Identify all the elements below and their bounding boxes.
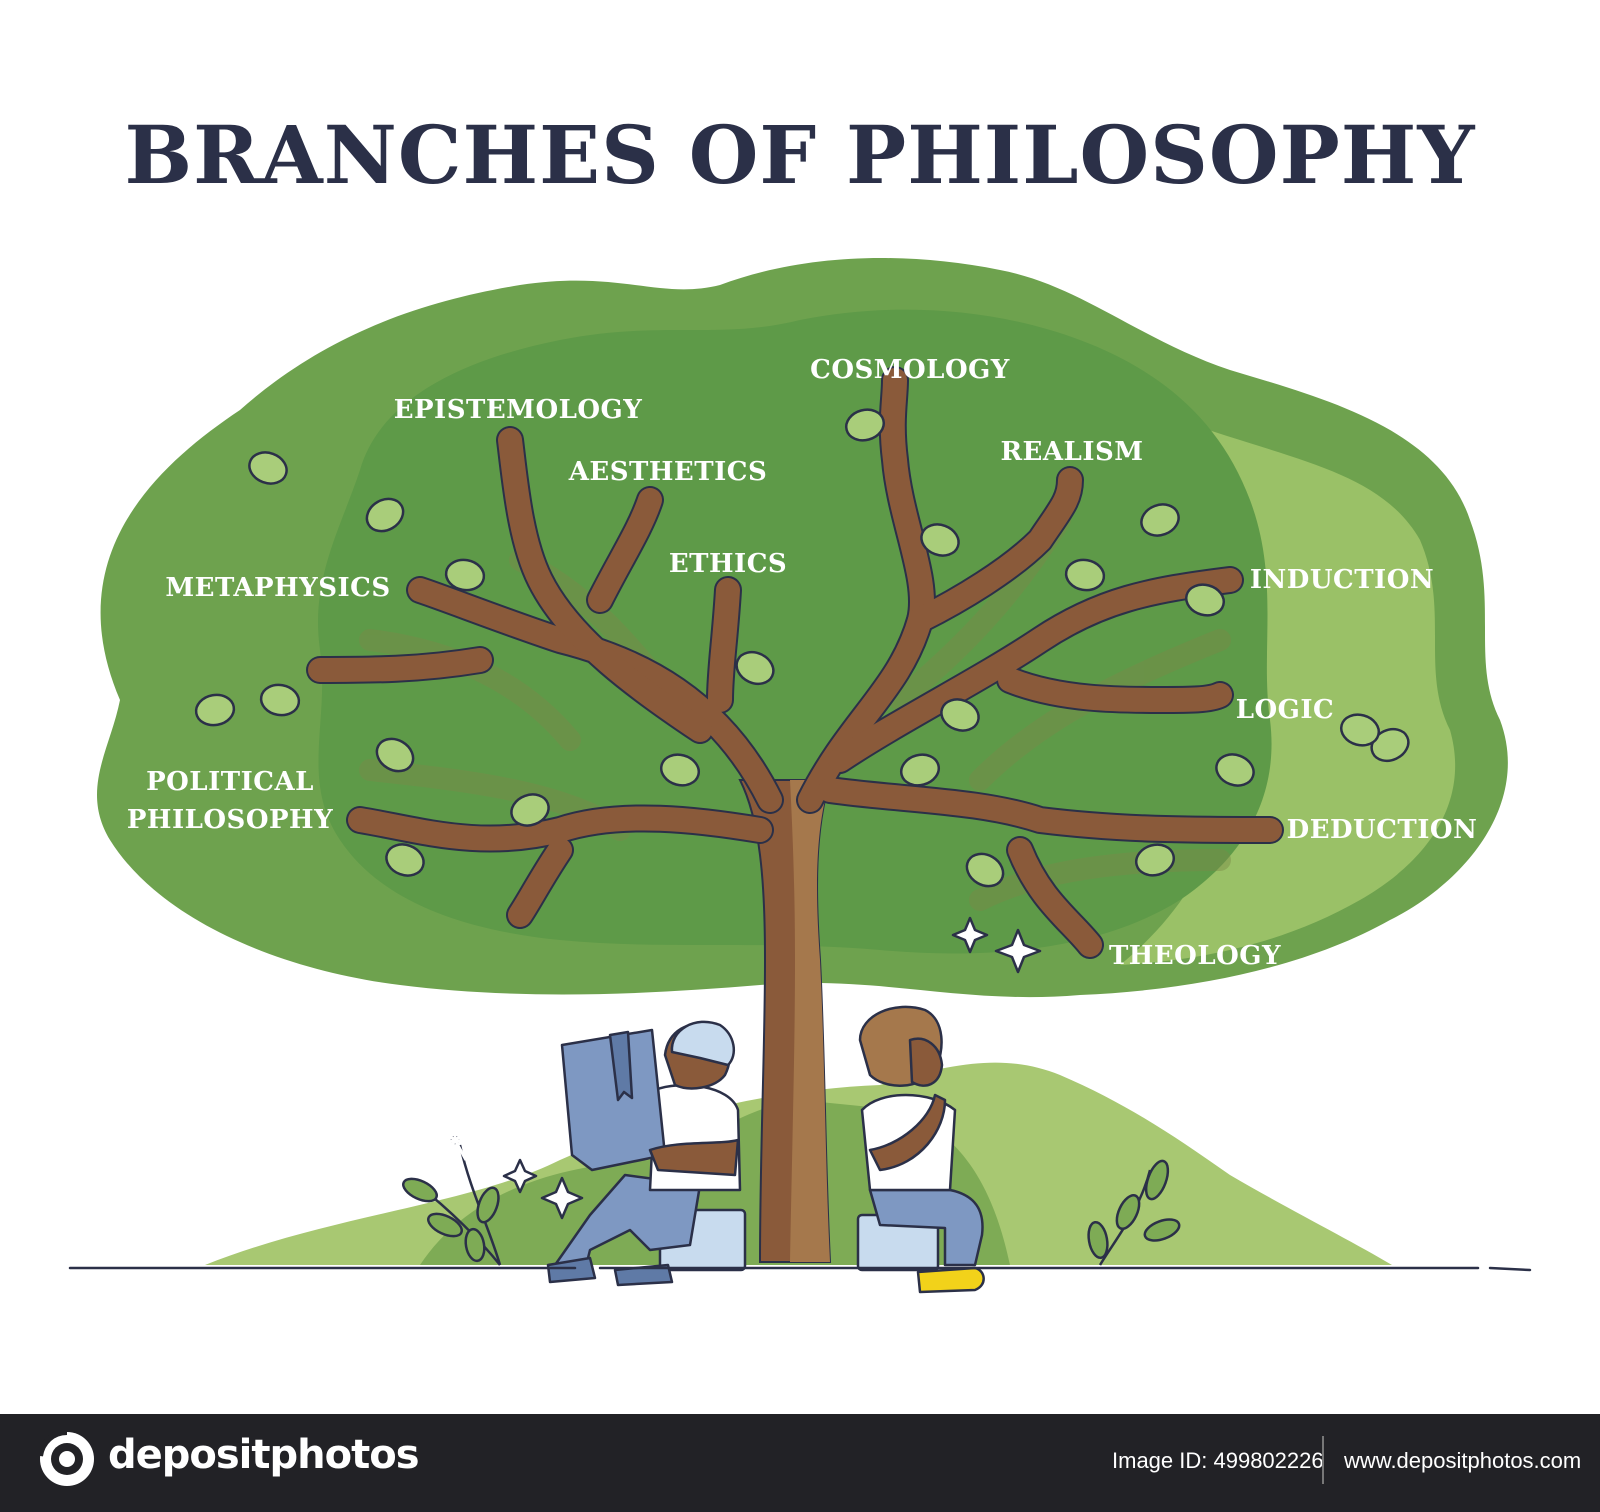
leaf-icon (659, 753, 701, 787)
plant-right (1087, 1159, 1181, 1266)
logo-icon (38, 1430, 94, 1486)
label-metaphysics: METAPHYSICS (165, 573, 390, 603)
leaf-icon (444, 558, 486, 592)
brand-name: depositphotos (108, 1432, 420, 1478)
site-url[interactable]: www.depositphotos.com (1344, 1448, 1582, 1473)
leaf-icon (1215, 753, 1255, 787)
plant-left (401, 1177, 501, 1266)
thinker-figure (856, 1005, 985, 1294)
label-aesthetics: AESTHETICS (568, 457, 767, 487)
branch-labels: EPISTEMOLOGY AESTHETICS ETHICS METAPHYSI… (127, 355, 1478, 971)
canopy-light-rim (1120, 420, 1456, 965)
book-icon (560, 1028, 667, 1172)
image-id: Image ID: 499802226 (1112, 1448, 1324, 1473)
leaf-icon (1370, 727, 1410, 763)
leaf-icon (1339, 713, 1381, 747)
label-political: POLITICAL (146, 767, 314, 797)
reader-figure (546, 1020, 747, 1287)
tree-branches (306, 366, 1284, 959)
leaf-icon (248, 451, 288, 485)
leaf-icon (259, 683, 301, 717)
leaf-icon (1184, 583, 1226, 617)
leaf-icon (365, 497, 405, 533)
leaf-icon (844, 408, 886, 442)
leaves (194, 408, 1410, 888)
leaf-icon (375, 737, 415, 773)
watermark-footer: depositphotos Image ID: 499802226 www.de… (0, 1414, 1600, 1512)
sparkle-icon (502, 916, 1042, 1220)
label-cosmology: COSMOLOGY (810, 355, 1010, 385)
canopy-inner (318, 309, 1272, 954)
leaf-icon (965, 852, 1005, 888)
label-theology: THEOLOGY (1109, 941, 1281, 971)
label-epistemology: EPISTEMOLOGY (394, 395, 643, 425)
leaf-icon (899, 753, 941, 787)
ground-line (68, 1266, 1532, 1272)
footer-divider (1322, 1436, 1324, 1484)
leaf-icon (1134, 843, 1176, 877)
leaf-icon (920, 523, 960, 557)
label-induction: INDUCTION (1250, 565, 1434, 595)
label-ethics: ETHICS (669, 549, 787, 579)
label-logic: LOGIC (1236, 695, 1335, 725)
leaf-icon (735, 650, 775, 686)
trunk-highlight (790, 780, 830, 1262)
leaf-icon (1064, 558, 1106, 592)
philosophy-tree-illustration: EPISTEMOLOGY AESTHETICS ETHICS METAPHYSI… (68, 258, 1532, 1294)
label-philosophy: PHILOSOPHY (127, 805, 333, 835)
leaf-icon (194, 693, 236, 727)
leaf-icon (510, 793, 550, 827)
page-title: BRANCHES OF PHILOSOPHY (124, 108, 1476, 202)
leaf-icon (1140, 503, 1180, 537)
label-deduction: DEDUCTION (1287, 815, 1478, 845)
label-realism: REALISM (1000, 437, 1143, 467)
leaf-icon (940, 698, 980, 732)
leaf-icon (385, 843, 425, 877)
